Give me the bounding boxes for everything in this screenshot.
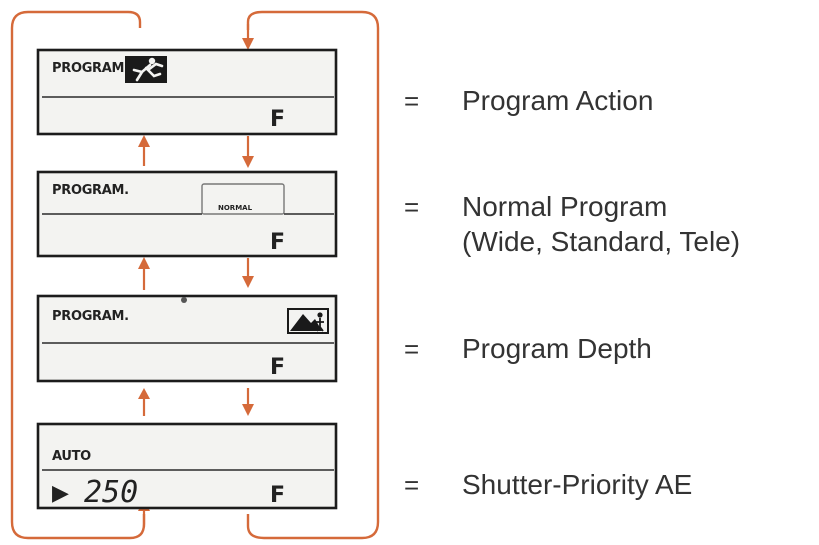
lcd-f-text: F	[270, 483, 285, 508]
lcd-shutter-priority: AUTO ▶ 250 F	[36, 422, 338, 510]
label-shutter-priority: Shutter-Priority AE	[462, 469, 692, 500]
shutter-speed-text: 250	[84, 475, 138, 510]
up-arrow	[138, 135, 150, 166]
lcd-f-text: F	[270, 107, 285, 132]
lcd-f-text: F	[270, 355, 285, 380]
running-figure-icon	[125, 56, 167, 83]
play-indicator-icon: ▶	[52, 481, 69, 506]
mode-descriptions: = Program Action = Normal Program (Wide,…	[404, 85, 740, 500]
label-program-depth: Program Depth	[462, 333, 652, 364]
down-arrow	[242, 136, 254, 168]
label-normal-program: Normal Program	[462, 191, 667, 222]
equals-sign: =	[404, 470, 419, 500]
label-normal-program-variants: (Wide, Standard, Tele)	[462, 226, 740, 257]
down-arrows	[242, 24, 254, 416]
flow-loop	[10, 10, 380, 540]
equals-sign: =	[404, 86, 419, 116]
small-dot	[181, 297, 187, 303]
lcd-mode-text: AUTO	[52, 449, 91, 464]
equals-sign: =	[404, 334, 419, 364]
lcd-f-text: F	[270, 230, 285, 255]
normal-badge: NORMAL	[201, 183, 285, 215]
down-arrow	[242, 24, 254, 50]
lcd-program-action: PROGRAM. F	[36, 48, 338, 136]
lcd-program-depth: PROGRAM. F	[36, 294, 338, 383]
normal-badge-text: NORMAL	[218, 204, 253, 212]
lcd-mode-text: PROGRAM.	[52, 61, 129, 76]
mountain-figure-icon	[287, 308, 329, 334]
lcd-normal-program: PROGRAM. NORMAL F	[36, 170, 338, 258]
label-program-action: Program Action	[462, 85, 653, 116]
up-arrow	[138, 388, 150, 416]
lcd-mode-text: PROGRAM.	[52, 183, 129, 198]
up-arrow	[138, 257, 150, 290]
lcd-mode-text: PROGRAM.	[52, 309, 129, 324]
equals-sign: =	[404, 192, 419, 222]
down-arrow	[242, 388, 254, 416]
down-arrow	[242, 258, 254, 288]
